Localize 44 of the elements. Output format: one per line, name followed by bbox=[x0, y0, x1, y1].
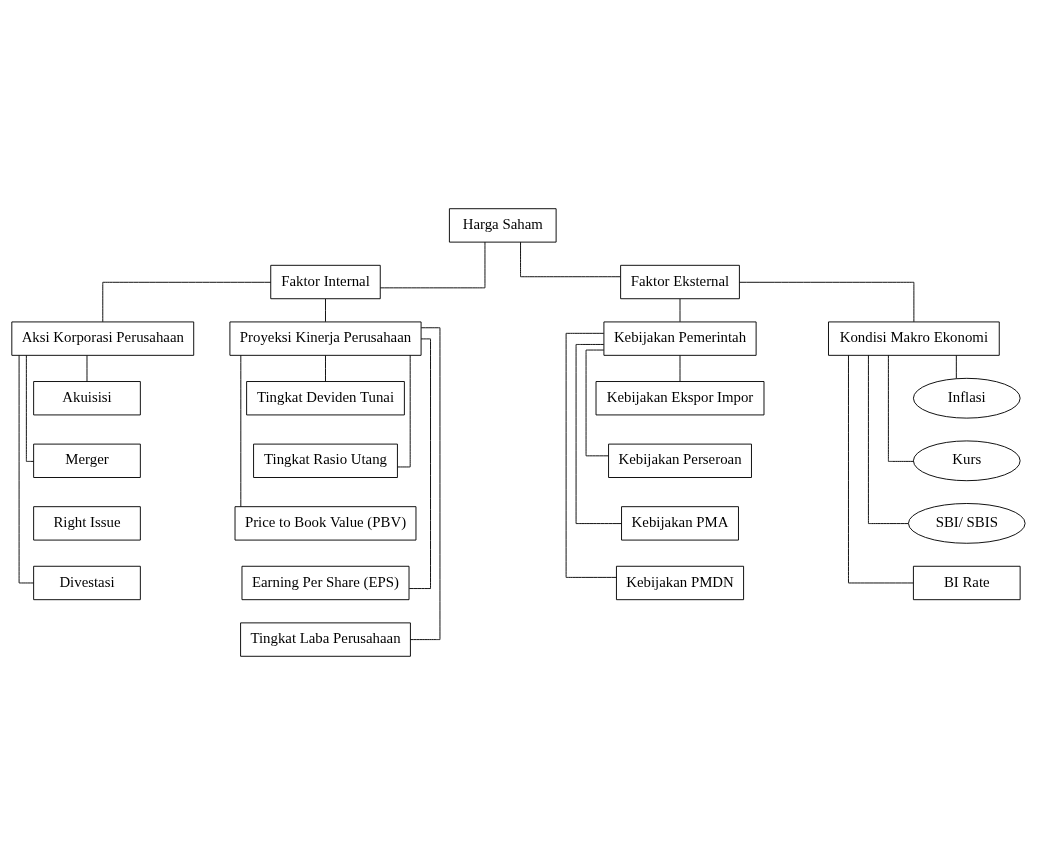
connector bbox=[379, 241, 486, 288]
node-box: Aksi Korporasi Perusahaan bbox=[11, 320, 195, 356]
node-box: Kebijakan Pemerintah bbox=[603, 320, 757, 356]
node-box: Harga Saham bbox=[448, 207, 557, 243]
connector bbox=[679, 298, 681, 322]
node-box: BI Rate bbox=[912, 565, 1021, 600]
connector bbox=[887, 354, 914, 462]
connector bbox=[955, 354, 957, 379]
connector bbox=[679, 354, 681, 382]
node-ellipse: Inflasi bbox=[912, 377, 1021, 419]
connector bbox=[325, 354, 326, 382]
connector bbox=[408, 337, 431, 589]
node-box: Right Issue bbox=[33, 505, 141, 541]
node-box: Tingkat Deviden Tunai bbox=[246, 380, 405, 415]
connector bbox=[585, 349, 609, 456]
node-box: Faktor Eksternal bbox=[620, 264, 740, 299]
node-box: Kebijakan Perseroan bbox=[608, 443, 752, 478]
node-ellipse: Kurs bbox=[912, 439, 1021, 481]
node-box: Kebijakan PMDN bbox=[615, 565, 745, 600]
node-box: Akuisisi bbox=[33, 380, 141, 415]
connector bbox=[240, 354, 242, 507]
node-box: Price to Book Value (PBV) bbox=[234, 505, 417, 541]
node-box: Merger bbox=[33, 443, 141, 478]
connector bbox=[575, 343, 622, 524]
node-box: Tingkat Laba Perusahaan bbox=[240, 621, 411, 657]
connector bbox=[867, 354, 909, 524]
node-box: Kebijakan PMA bbox=[621, 505, 739, 541]
node-box: Proyeksi Kinerja Perusahaan bbox=[229, 320, 422, 356]
connector bbox=[410, 326, 441, 640]
node-box: Kebijakan Ekspor Impor bbox=[595, 380, 765, 415]
node-ellipse: SBI/ SBIS bbox=[907, 502, 1026, 544]
connector bbox=[565, 332, 617, 578]
node-box: Faktor Internal bbox=[270, 264, 381, 299]
node-box: Tingkat Rasio Utang bbox=[253, 443, 398, 478]
node-box: Earning Per Share (EPS) bbox=[241, 565, 410, 600]
connector bbox=[739, 281, 915, 322]
connector bbox=[848, 354, 914, 583]
connector bbox=[102, 281, 272, 322]
connector bbox=[520, 241, 621, 277]
node-box: Divestasi bbox=[33, 565, 141, 600]
node-box: Kondisi Makro Ekonomi bbox=[828, 320, 1000, 356]
connector bbox=[86, 354, 88, 382]
connector bbox=[25, 354, 35, 462]
connector bbox=[325, 298, 326, 322]
